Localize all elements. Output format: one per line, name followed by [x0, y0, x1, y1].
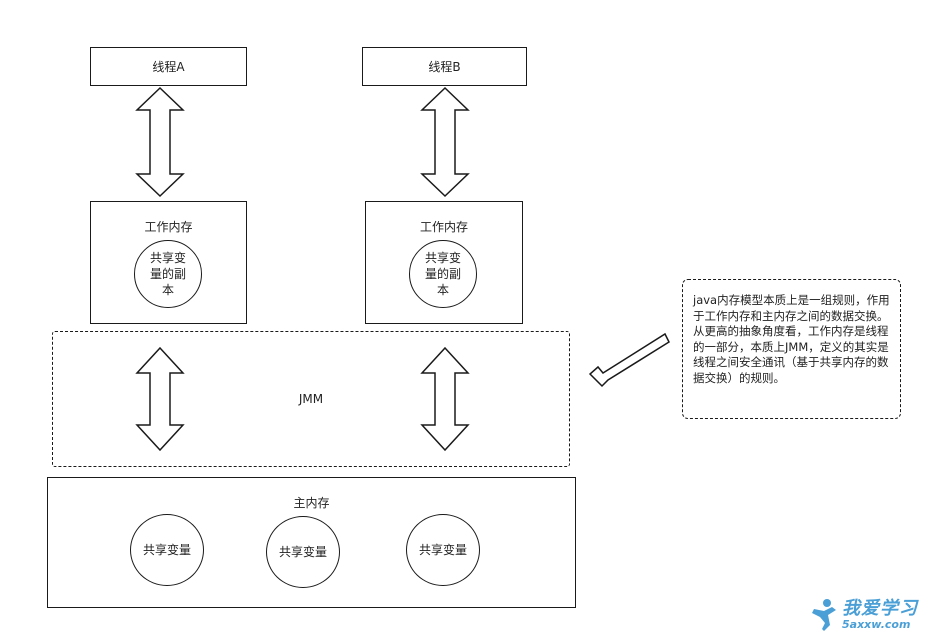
main-memory-variable-circle: 共享变量	[406, 514, 480, 586]
main-memory-variable-circle: 共享变量	[130, 514, 204, 586]
main-memory-variable-circle: 共享变量	[266, 516, 340, 588]
main-memory-variable-label: 共享变量	[278, 545, 327, 559]
working-memory-b-copy-circle: 共享变量的副本	[409, 240, 477, 308]
thread-b-label: 线程B	[428, 60, 461, 74]
thread-a-box: 线程A	[90, 47, 247, 86]
arrow-note-pointer	[588, 332, 670, 388]
person-icon	[812, 599, 836, 631]
watermark-text: 我爱学习 5axxw.com	[842, 599, 918, 631]
watermark-title: 我爱学习	[842, 598, 918, 619]
working-memory-a-copy-label: 共享变量的副本	[149, 251, 186, 297]
working-memory-b-label: 工作内存	[419, 220, 468, 234]
working-memory-a-copy-circle: 共享变量的副本	[134, 240, 202, 308]
watermark-url: 5axxw.com	[842, 618, 911, 631]
jmm-label: JMM	[298, 392, 324, 406]
main-memory-variable-label: 共享变量	[418, 543, 467, 557]
working-memory-a-label: 工作内存	[144, 220, 193, 234]
arrow-thread-b-working-memory-b	[420, 86, 470, 198]
main-memory-variable-label: 共享变量	[142, 543, 191, 557]
thread-b-box: 线程B	[362, 47, 527, 86]
main-memory-label: 主内存	[293, 496, 330, 510]
arrow-thread-a-working-memory-a	[135, 86, 185, 198]
arrow-jmm-right	[420, 346, 470, 452]
jmm-region: JMM	[52, 331, 570, 467]
watermark: 我爱学习 5axxw.com	[810, 597, 918, 633]
working-memory-b-copy-label: 共享变量的副本	[424, 251, 461, 297]
thread-a-label: 线程A	[152, 60, 185, 74]
note-box	[682, 279, 901, 419]
arrow-jmm-left	[135, 346, 185, 452]
note-text: java内存模型本质上是一组规则，作用于工作内存和主内存之间的数据交换。从更高的…	[693, 293, 890, 385]
